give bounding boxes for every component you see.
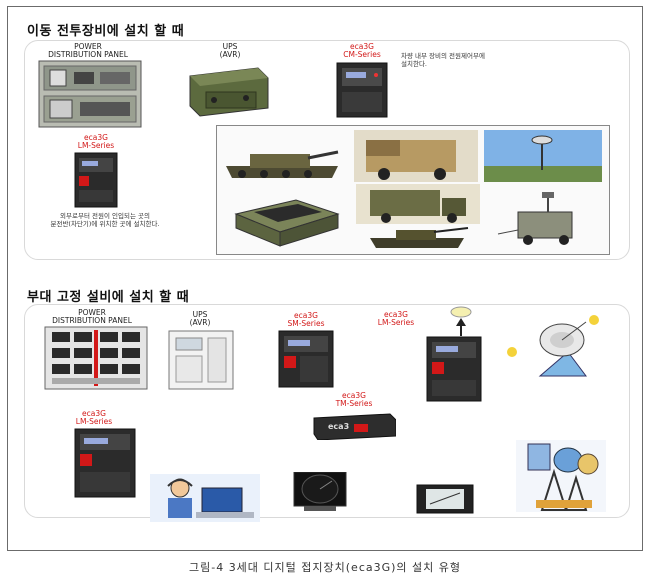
s2-ups-label: UPS(AVR)	[189, 310, 211, 327]
monitor-image	[416, 484, 474, 514]
communication-tower-image	[516, 440, 606, 512]
operator-workstation-image	[150, 474, 260, 522]
figure-caption: 그림-4 3세대 디지털 접지장치(eca3G)의 설치 유형	[188, 561, 462, 574]
armored-vehicle-image	[370, 227, 469, 248]
s1-ups-device	[189, 67, 269, 117]
tm-device-text: eca3	[328, 422, 350, 431]
s2-power-distribution-panel	[44, 326, 148, 390]
shelter-vehicle-image	[356, 184, 480, 224]
antenna-up-icon	[450, 306, 472, 336]
section1-title: 이동 전투장비에 설치 할 때	[27, 24, 185, 39]
s1-power-distribution-panel	[38, 60, 142, 128]
s1-ups-label: UPS(AVR)	[219, 42, 241, 59]
satellite-dish-image	[507, 315, 599, 377]
s2-tm-rack-unit: eca3	[310, 412, 396, 440]
antenna-field-image	[484, 130, 602, 182]
s1-cm-cabinet	[336, 62, 388, 118]
s2-sm-cabinet	[278, 330, 334, 388]
s2-ups-device	[168, 330, 234, 390]
field-terminal-image	[234, 199, 340, 247]
s2-lm-left-cabinet	[74, 428, 136, 498]
section2-title: 부대 고정 설비에 설치 할 때	[27, 290, 190, 305]
s1-lm-cabinet	[74, 152, 118, 208]
tank-image	[226, 150, 339, 178]
radar-display-image	[293, 472, 347, 511]
truck-image	[354, 130, 478, 182]
s2-lm-right-cabinet	[426, 336, 482, 402]
mobile-generator-image	[497, 192, 573, 245]
